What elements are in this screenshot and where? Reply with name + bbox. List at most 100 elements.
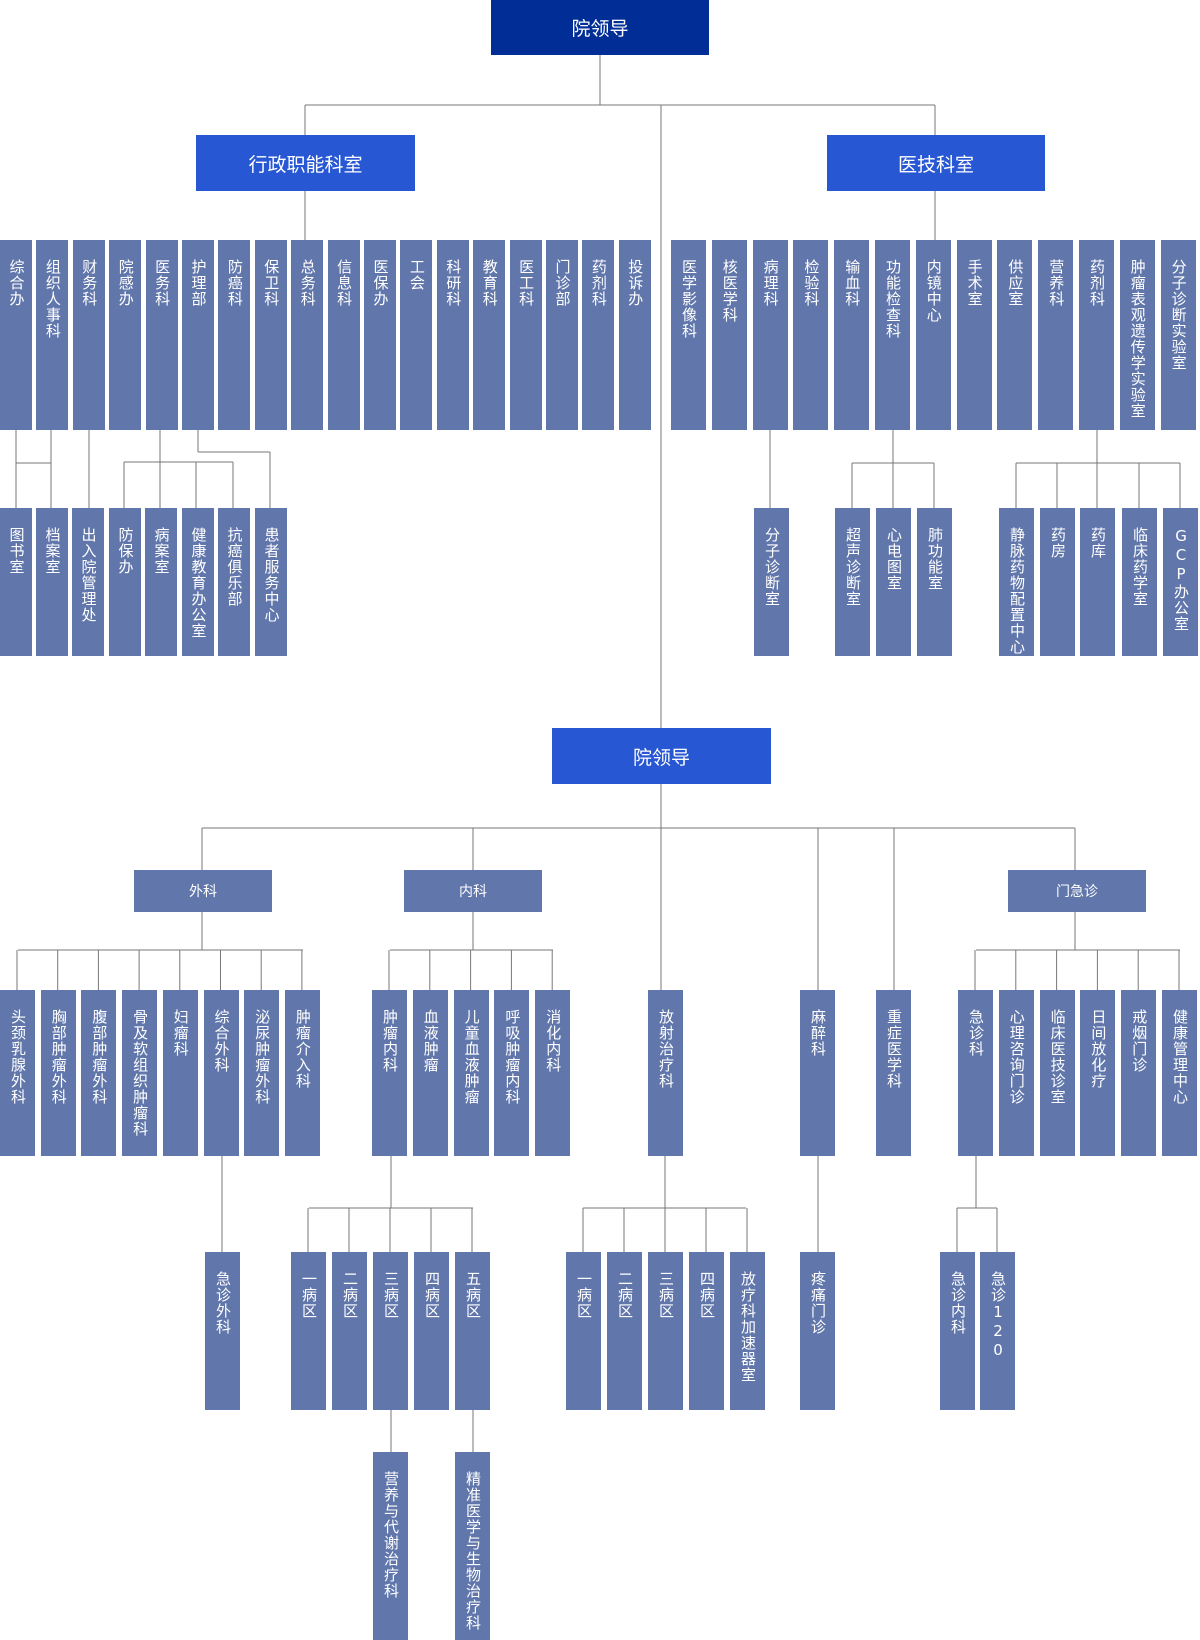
tech-dept-label: 功能检查科 xyxy=(884,259,902,339)
surgery-dept: 头颈乳腺外科 xyxy=(0,990,35,1156)
internal-ward-label: 五病区 xyxy=(464,1271,482,1319)
surgery-dept: 综合外科 xyxy=(203,990,239,1156)
icu-dept: 重症医学科 xyxy=(876,990,911,1156)
admin-dept-label: 保卫科 xyxy=(262,259,281,307)
admin-dept: 医务科 xyxy=(145,240,178,430)
emergency-subunit-label: 急诊内科 xyxy=(949,1271,967,1335)
surgery-subunit: 急诊外科 xyxy=(205,1252,240,1410)
admin-dept: 工会 xyxy=(400,240,433,430)
admin-subunit: 出入院管理处 xyxy=(72,508,104,656)
admin-dept: 总务科 xyxy=(291,240,324,430)
emergency-subunit: 急诊内科 xyxy=(940,1252,975,1410)
tech-subunit-label: 超声诊断室 xyxy=(844,527,862,607)
internal-dept: 血液肿瘤 xyxy=(412,990,448,1156)
admin-dept: 防癌科 xyxy=(218,240,251,430)
tech-subunit: 临床药学室 xyxy=(1122,508,1157,656)
tech-dept-label: 药剂科 xyxy=(1088,259,1106,307)
radiation-ward: 一病区 xyxy=(566,1252,601,1410)
admin-dept: 组织人事科 xyxy=(36,240,69,430)
surgery-dept: 泌尿肿瘤外科 xyxy=(244,990,280,1156)
tech-dept: 营养科 xyxy=(1038,240,1074,430)
emergency-dept: 心理咨询门诊 xyxy=(998,990,1034,1156)
emergency-dept: 戒烟门诊 xyxy=(1121,990,1157,1156)
admin-dept: 保卫科 xyxy=(254,240,287,430)
admin-dept-label: 医保办 xyxy=(371,259,390,307)
tech-dept: 供应室 xyxy=(997,240,1033,430)
internal-ward-label: 一病区 xyxy=(300,1271,318,1319)
admin-dept: 医工科 xyxy=(509,240,542,430)
admin-dept-label: 组织人事科 xyxy=(43,259,62,339)
tech-dept: 分子诊断实验室 xyxy=(1160,240,1196,430)
admin-subunit-label: 抗癌俱乐部 xyxy=(225,527,244,607)
tech-subunit-label: 临床药学室 xyxy=(1131,527,1149,607)
admin-subunit: 防保办 xyxy=(109,508,141,656)
surgery-dept-label: 腹部肿瘤外科 xyxy=(90,1009,109,1105)
surgery-group-label: 外科 xyxy=(189,884,217,900)
internal-ward: 三病区 xyxy=(373,1252,408,1410)
admin-dept: 护理部 xyxy=(182,240,214,430)
surgery-dept-label: 妇瘤科 xyxy=(171,1009,190,1057)
anesthesia-dept-label: 麻醉科 xyxy=(809,1009,827,1057)
tech-dept-label: 内镜中心 xyxy=(924,259,943,323)
surgery-dept-label: 胸部肿瘤外科 xyxy=(49,1009,68,1105)
surgery-dept: 妇瘤科 xyxy=(162,990,198,1156)
tech-subunit-label: 药库 xyxy=(1089,527,1107,559)
anesthesia-subunit: 疼痛门诊 xyxy=(800,1252,835,1410)
emergency-dept-label: 健康管理中心 xyxy=(1171,1009,1189,1105)
admin-dept-label: 投诉办 xyxy=(626,259,645,307)
emergency-dept-label: 急诊科 xyxy=(967,1009,985,1057)
tech-subunit: 药房 xyxy=(1040,508,1075,656)
surgery-dept-label: 骨及软组织肿瘤科 xyxy=(131,1009,150,1137)
emergency-dept: 临床医技诊室 xyxy=(1039,990,1075,1156)
internal-subunit: 精准医学与生物治疗科 xyxy=(455,1452,490,1640)
tech-dept: 输血科 xyxy=(834,240,870,430)
tech-dept: 药剂科 xyxy=(1079,240,1114,430)
internal-dept-label: 消化内科 xyxy=(544,1009,563,1073)
radiation-dept-label: 放射治疗科 xyxy=(657,1009,675,1089)
radiation-ward-label: 四病区 xyxy=(698,1271,716,1319)
admin-subunit: 档案室 xyxy=(36,508,68,656)
tech-dept: 功能检查科 xyxy=(875,240,910,430)
radiation-ward: 放疗科加速器室 xyxy=(730,1252,765,1410)
admin-subunit: 图书室 xyxy=(0,508,32,656)
root-node-label: 院领导 xyxy=(571,18,629,40)
tech-dept-label: 分子诊断实验室 xyxy=(1169,259,1188,371)
internal-ward: 二病区 xyxy=(332,1252,367,1410)
emergency-dept-label: 临床医技诊室 xyxy=(1048,1009,1067,1105)
internal-dept: 呼吸肿瘤内科 xyxy=(494,990,530,1156)
admin-subunit-label: 病案室 xyxy=(152,527,171,575)
admin-section-label: 行政职能科室 xyxy=(248,153,363,176)
tech-dept: 医学影像科 xyxy=(671,240,706,430)
radiation-dept: 放射治疗科 xyxy=(648,990,683,1156)
internal-ward-label: 四病区 xyxy=(423,1271,441,1319)
radiation-ward-label: 放疗科加速器室 xyxy=(739,1271,757,1383)
anesthesia-subunit-label: 疼痛门诊 xyxy=(809,1271,827,1335)
tech-subunit: 分子诊断室 xyxy=(754,508,789,656)
admin-subunit: 患者服务中心 xyxy=(255,508,287,656)
admin-dept: 财务科 xyxy=(72,240,105,430)
tech-section: 医技科室 xyxy=(827,135,1045,191)
admin-dept-label: 医务科 xyxy=(153,259,172,307)
tech-dept-label: 医学影像科 xyxy=(680,259,698,339)
admin-dept-label: 教育科 xyxy=(480,259,499,307)
internal-subunit: 营养与代谢治疗科 xyxy=(373,1452,408,1640)
tech-dept: 手术室 xyxy=(956,240,992,430)
radiation-ward: 三病区 xyxy=(648,1252,683,1410)
admin-subunit-label: 防保办 xyxy=(116,527,135,575)
internal-dept-label: 肿瘤内科 xyxy=(381,1009,399,1073)
admin-subunit: 健康教育办公室 xyxy=(182,508,214,656)
radiation-ward-label: 一病区 xyxy=(575,1271,593,1319)
admin-dept-label: 院感办 xyxy=(116,259,135,307)
admin-dept: 综合办 xyxy=(0,240,32,430)
internal-dept-label: 血液肿瘤 xyxy=(421,1009,440,1073)
admin-dept: 药剂科 xyxy=(582,240,615,430)
emergency-dept: 急诊科 xyxy=(958,990,993,1156)
root-node-2: 院领导 xyxy=(552,728,771,784)
admin-dept-label: 工会 xyxy=(407,259,426,291)
admin-dept-label: 防癌科 xyxy=(225,259,244,307)
icu-dept-label: 重症医学科 xyxy=(885,1009,903,1089)
emergency-dept-label: 心理咨询门诊 xyxy=(1007,1009,1026,1105)
admin-subunit-label: 健康教育办公室 xyxy=(189,527,208,639)
surgery-dept-label: 综合外科 xyxy=(212,1009,231,1073)
tech-subunit-label: 静脉药物配置中心 xyxy=(1008,527,1026,655)
